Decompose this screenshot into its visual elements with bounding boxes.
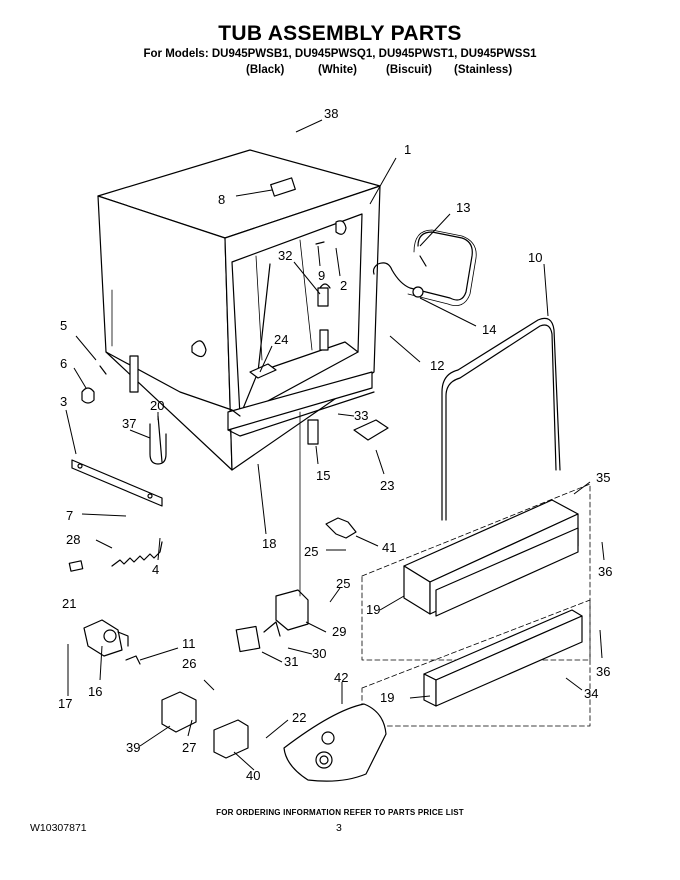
callout-19b: 19 xyxy=(380,690,394,705)
callout-8: 8 xyxy=(218,192,225,207)
callout-15: 15 xyxy=(316,468,330,483)
callout-7: 7 xyxy=(66,508,73,523)
callout-12: 12 xyxy=(430,358,444,373)
float-assembly xyxy=(275,589,309,631)
callout-11: 11 xyxy=(182,636,196,651)
document-number: W10307871 xyxy=(30,822,87,834)
callout-2: 2 xyxy=(340,278,347,293)
clip-6 xyxy=(81,387,95,404)
callout-31: 31 xyxy=(284,654,298,669)
callout-18: 18 xyxy=(262,536,276,551)
callout-33: 33 xyxy=(354,408,368,423)
hinge-bracket-3 xyxy=(71,459,163,507)
callout-3: 3 xyxy=(60,394,67,409)
callout-9: 9 xyxy=(318,268,325,283)
callout-10: 10 xyxy=(528,250,542,265)
model-list: For Models: DU945PWSB1, DU945PWSQ1, DU94… xyxy=(143,48,537,60)
callout-25a: 25 xyxy=(304,544,318,559)
callout-36a: 36 xyxy=(598,564,612,579)
callout-29: 29 xyxy=(332,624,346,639)
callout-26: 26 xyxy=(182,656,196,671)
valve-16 xyxy=(83,619,123,657)
color-label-stainless: (Stainless) xyxy=(454,64,513,76)
switch-41 xyxy=(325,517,357,539)
callout-41: 41 xyxy=(382,540,396,555)
hose-clip-37 xyxy=(149,423,167,465)
page-title: TUB ASSEMBLY PARTS xyxy=(218,22,462,45)
callout-14: 14 xyxy=(482,322,496,337)
callout-42: 42 xyxy=(334,670,348,685)
callout-40: 40 xyxy=(246,768,260,783)
callout-16: 16 xyxy=(88,684,102,699)
callout-30: 30 xyxy=(312,646,326,661)
spring-28 xyxy=(111,541,163,567)
callout-1: 1 xyxy=(404,142,411,157)
callout-35: 35 xyxy=(596,470,610,485)
callout-23: 23 xyxy=(380,478,394,493)
callout-13: 13 xyxy=(456,200,470,215)
door-gasket xyxy=(441,317,561,521)
callout-20: 20 xyxy=(150,398,164,413)
color-label-black: (Black) xyxy=(246,64,285,76)
callout-21: 21 xyxy=(62,596,76,611)
tub-body xyxy=(97,149,381,471)
callout-17: 17 xyxy=(58,696,72,711)
insulation-kit xyxy=(283,703,387,782)
callout-25b: 25 xyxy=(336,576,350,591)
bracket-40 xyxy=(213,719,249,759)
callout-32: 32 xyxy=(278,248,292,263)
callout-4: 4 xyxy=(152,562,159,577)
callout-6: 6 xyxy=(60,356,67,371)
color-label-white: (White) xyxy=(318,64,357,76)
fill-hose xyxy=(372,231,473,301)
callout-22: 22 xyxy=(292,710,306,725)
strip-20 xyxy=(157,415,163,463)
callout-27: 27 xyxy=(182,740,196,755)
ordering-note: FOR ORDERING INFORMATION REFER TO PARTS … xyxy=(216,808,464,817)
callout-37: 37 xyxy=(122,416,136,431)
page-number: 3 xyxy=(336,822,342,834)
color-label-biscuit: (Biscuit) xyxy=(386,64,432,76)
callout-28: 28 xyxy=(66,532,80,547)
filter-15 xyxy=(307,419,319,445)
callout-36b: 36 xyxy=(596,664,610,679)
callout-24: 24 xyxy=(274,332,288,347)
callout-38: 38 xyxy=(324,106,338,121)
callout-5: 5 xyxy=(60,318,67,333)
bracket-39 xyxy=(161,691,197,733)
callout-34: 34 xyxy=(584,686,598,701)
callout-19a: 19 xyxy=(366,602,380,617)
bracket-23 xyxy=(353,419,389,441)
callout-39: 39 xyxy=(126,740,140,755)
